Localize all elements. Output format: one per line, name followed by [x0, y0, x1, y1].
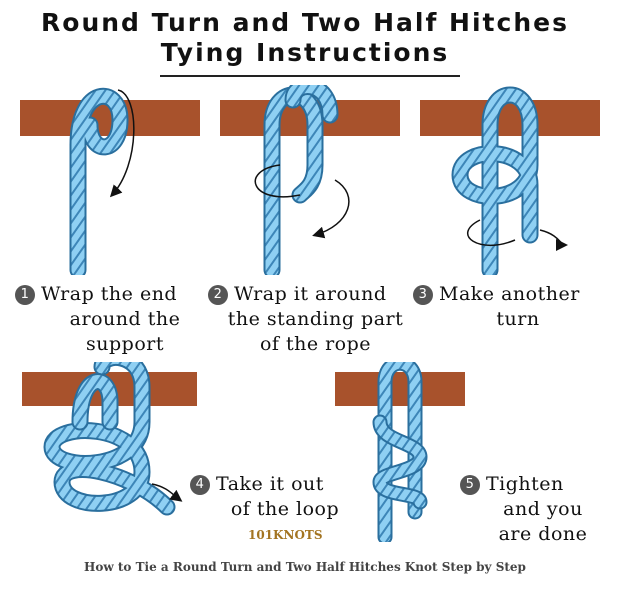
step-1-line-2: around the — [69, 308, 181, 330]
step-2-line-3: of the rope — [259, 333, 372, 355]
step-1-number: 1 — [15, 285, 35, 305]
step-1-line-1: Wrap the end — [41, 283, 178, 305]
step-3-line-1: Make another — [439, 283, 580, 305]
step-1-illustration — [20, 87, 200, 275]
step-3-illustration — [420, 86, 600, 275]
step-5-number: 5 — [460, 475, 480, 495]
step-1-text: 1 Wrap the end around the support — [15, 282, 215, 357]
direction-arrow — [466, 219, 565, 245]
step-5-text: 5 Tighten and you are done — [460, 472, 610, 547]
direction-arrow — [254, 164, 350, 235]
direction-arrow — [151, 483, 183, 502]
step-4-line-1: Take it out — [216, 473, 324, 495]
step-5-line-1: Tighten — [486, 473, 564, 495]
support-bar — [335, 372, 465, 406]
support-bar — [420, 100, 600, 136]
step-2-line-1: Wrap it around — [234, 283, 387, 305]
step-5-illustration — [335, 362, 465, 542]
step-4-number: 4 — [190, 475, 210, 495]
title-line-2: Tying Instructions — [160, 38, 450, 67]
logo: 101KNOTS — [248, 528, 323, 542]
step-4-text: 4 Take it out of the loop — [190, 472, 360, 522]
step-5-line-3: are done — [498, 523, 588, 545]
title-underline — [160, 75, 460, 77]
step-3-number: 3 — [413, 285, 433, 305]
title-line-1: Round Turn and Two Half Hitches — [41, 8, 569, 37]
step-1-line-3: support — [86, 333, 164, 355]
step-2-line-2: the standing part — [227, 308, 404, 330]
step-3-text: 3 Make another turn — [413, 282, 603, 332]
step-5-line-2: and you — [503, 498, 583, 520]
caption: How to Tie a Round Turn and Two Half Hit… — [84, 560, 526, 574]
step-2-illustration — [220, 85, 400, 275]
step-4-illustration — [22, 362, 197, 516]
direction-arrow — [109, 89, 135, 198]
step-2-number: 2 — [208, 285, 228, 305]
step-4-line-2: of the loop — [230, 498, 340, 520]
step-3-line-2: turn — [496, 308, 540, 330]
step-2-text: 2 Wrap it around the standing part of the… — [208, 282, 413, 357]
